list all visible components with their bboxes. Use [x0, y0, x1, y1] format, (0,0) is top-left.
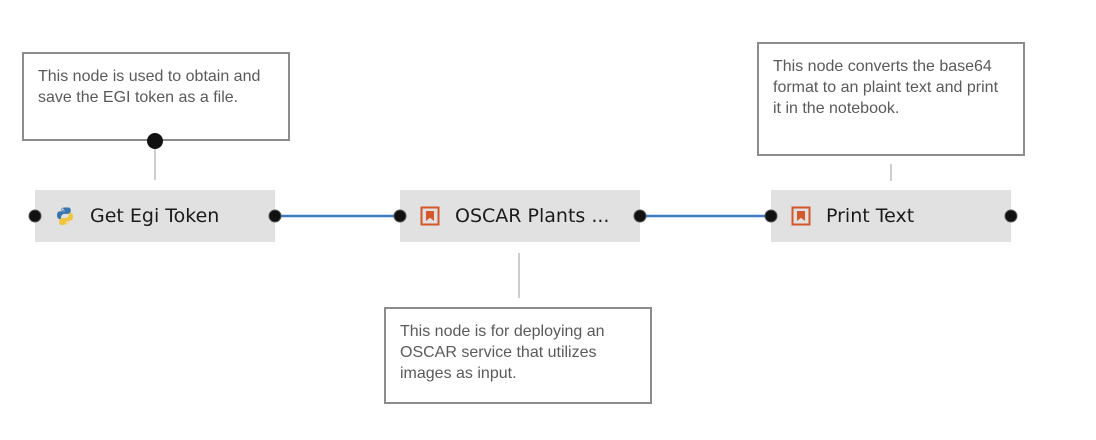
comment-oscar-plants[interactable]: This node is for deploying an OSCAR serv… [384, 307, 652, 404]
bookmark-icon [791, 206, 811, 226]
node-label: OSCAR Plants ... [455, 205, 610, 227]
comment-print-text[interactable]: This node converts the base64 format to … [757, 42, 1025, 156]
node-get-egi-token[interactable]: Get Egi Token [35, 190, 275, 242]
node-label: Print Text [826, 205, 915, 227]
comment-text: This node converts the base64 format to … [773, 58, 999, 117]
bookmark-icon [420, 206, 440, 226]
node-print-text[interactable]: Print Text [771, 190, 1011, 242]
python-icon [57, 207, 73, 225]
node-oscar-plants[interactable]: OSCAR Plants ... [400, 190, 640, 242]
comment-text: This node is for deploying an OSCAR serv… [400, 323, 605, 382]
node-label: Get Egi Token [90, 205, 220, 227]
comment-text: This node is used to obtain and save the… [38, 68, 261, 106]
comment-get-egi-token[interactable]: This node is used to obtain and save the… [22, 52, 290, 141]
